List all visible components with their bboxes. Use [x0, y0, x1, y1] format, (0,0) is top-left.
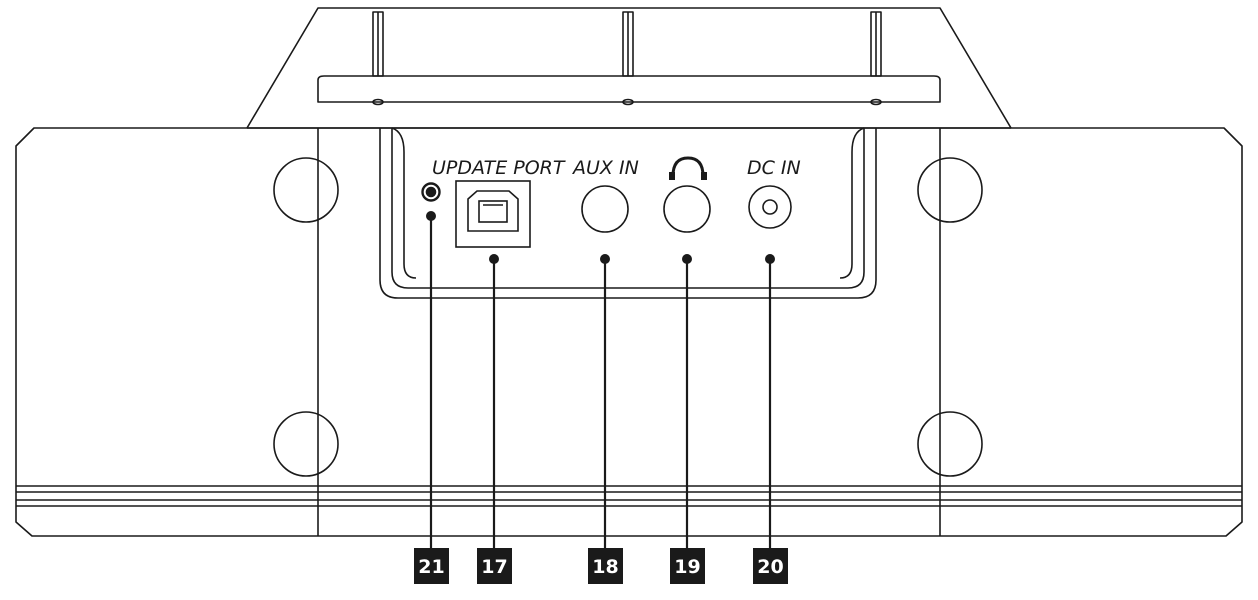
foot-top-right — [917, 157, 983, 223]
callout-20: 20 — [753, 548, 788, 584]
leader-line-20 — [765, 254, 775, 548]
usb-update-port — [455, 180, 531, 248]
aux-in-label: AUX IN — [571, 157, 639, 179]
port-panel — [379, 127, 877, 299]
aux-in-jack — [581, 185, 629, 233]
callout-20-label: 20 — [757, 556, 783, 578]
leader-line-18 — [600, 254, 610, 548]
headphone-jack — [663, 185, 711, 233]
callout-17: 17 — [477, 548, 512, 584]
callout-18: 18 — [588, 548, 623, 584]
callout-21: 21 — [414, 548, 449, 584]
foot-top-left — [273, 157, 339, 223]
rubber-feet — [273, 157, 983, 477]
main-body — [15, 127, 1243, 537]
top-stand — [246, 7, 1012, 129]
callout-19: 19 — [670, 548, 705, 584]
leader-line-19 — [682, 254, 692, 548]
headphone-icon — [669, 156, 707, 180]
callout-18-label: 18 — [592, 556, 618, 578]
leader-line-21 — [426, 211, 436, 548]
dc-in-label: DC IN — [747, 157, 801, 179]
foot-bottom-left — [273, 411, 339, 477]
callout-21-label: 21 — [418, 556, 444, 578]
callout-17-label: 17 — [481, 556, 507, 578]
reset-jack — [421, 182, 441, 202]
foot-bottom-right — [917, 411, 983, 477]
leader-line-17 — [489, 254, 499, 548]
dc-in-jack — [748, 185, 792, 229]
update-port-label: UPDATE PORT — [432, 157, 566, 179]
callout-19-label: 19 — [674, 556, 700, 578]
